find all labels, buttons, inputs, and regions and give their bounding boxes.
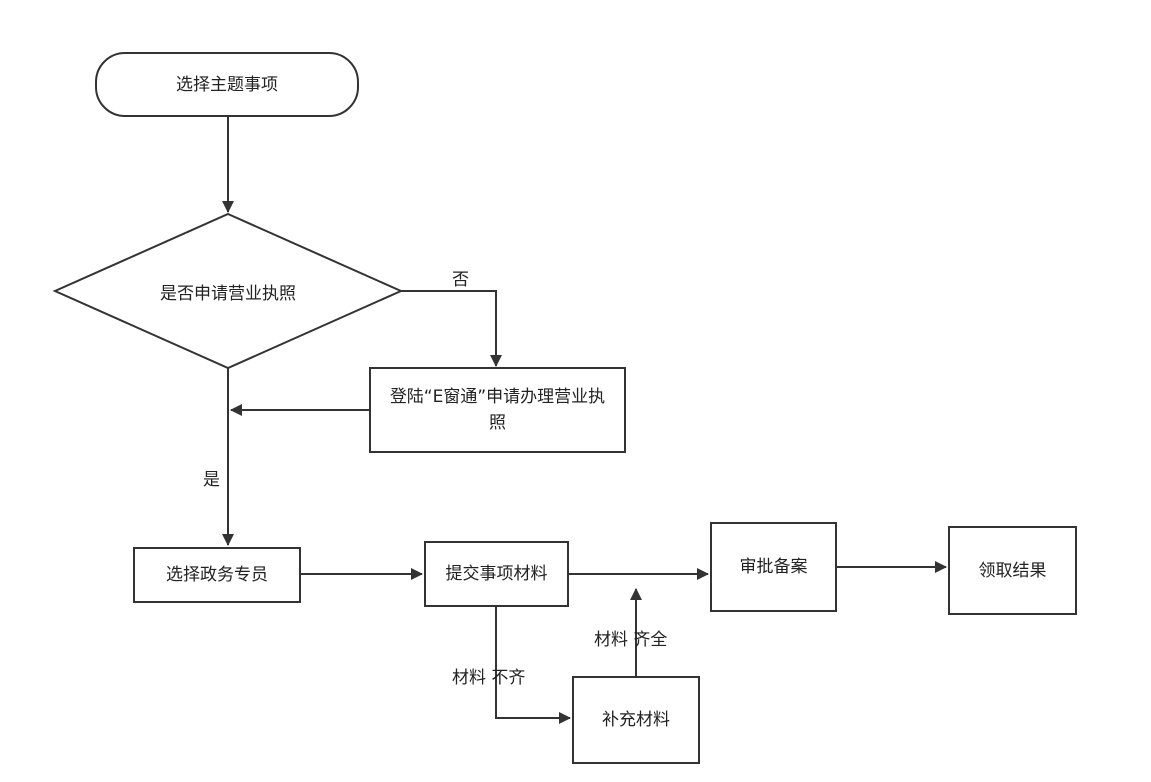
submit-node: 提交事项材料 — [424, 541, 569, 607]
edge-label-materials-incomplete: 材料 不齐 — [452, 668, 526, 688]
select-official-node-label: 选择政务专员 — [166, 565, 268, 585]
decision-label: 是否申请营业执照 — [128, 276, 328, 306]
start-node: 选择主题事项 — [95, 52, 359, 117]
select-official-node: 选择政务专员 — [133, 547, 301, 603]
result-node: 领取结果 — [948, 526, 1077, 615]
supplement-node-label: 补充材料 — [602, 710, 670, 730]
start-node-label: 选择主题事项 — [176, 74, 278, 95]
login-node-label: 登陆“E窗通”申请办理营业执照 — [389, 387, 606, 433]
edge-label-yes: 是 — [203, 470, 220, 490]
edge-decision-to-login — [401, 290, 502, 367]
approve-node: 审批备案 — [710, 522, 837, 612]
login-node: 登陆“E窗通”申请办理营业执照 — [369, 367, 626, 453]
approve-node-label: 审批备案 — [739, 557, 808, 577]
submit-node-label: 提交事项材料 — [445, 564, 548, 584]
edge-label-no: 否 — [452, 270, 469, 290]
supplement-node: 补充材料 — [572, 676, 700, 764]
edge-label-materials-complete: 材料 齐全 — [594, 630, 668, 650]
edge-submit-to-supplement — [495, 607, 571, 724]
decision-node-label: 是否申请营业执照 — [160, 283, 296, 304]
result-node-label: 领取结果 — [978, 560, 1047, 581]
